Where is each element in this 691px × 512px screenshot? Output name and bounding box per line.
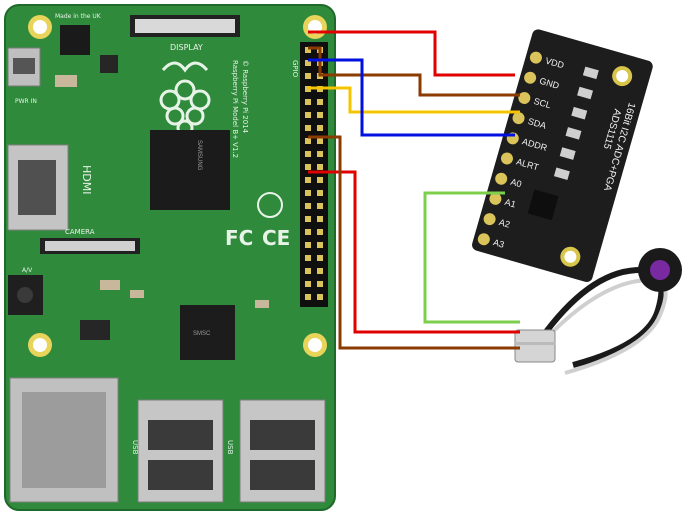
wires: [308, 30, 520, 350]
gpio-pin: [317, 281, 323, 287]
gpio-pin: [305, 73, 311, 79]
adc-solder-pad: [571, 106, 588, 120]
adc-solder-pad: [565, 127, 582, 140]
gpio-pin: [317, 190, 323, 196]
usb-label-2: USB: [131, 440, 139, 455]
hdmi-label: HDMI: [80, 165, 93, 194]
wire-sensor-power: [308, 170, 520, 334]
ethernet-chip: [180, 305, 235, 360]
gpio-pin: [305, 60, 311, 66]
adc-pin-hole: [512, 112, 525, 125]
gpio-pin: [305, 294, 311, 300]
gpio-header: [300, 42, 328, 307]
gpio-pin: [305, 47, 311, 53]
gpio-pin: [305, 216, 311, 222]
gpio-pin: [305, 242, 311, 248]
av-label: A/V: [22, 267, 33, 274]
adc-pin-hole: [518, 91, 531, 104]
pwr-in-label: PWR IN: [15, 98, 37, 105]
gpio-pin: [305, 164, 311, 170]
gpio-pin: [305, 203, 311, 209]
adc-pin-hole: [489, 192, 502, 205]
gpio-pin: [317, 268, 323, 274]
raspberry-pi-board: DISPLAY Made in the UK PWR IN Raspberry …: [4, 4, 336, 511]
gpio-pin: [305, 268, 311, 274]
gpio-pin: [305, 138, 311, 144]
gpio-pin: [305, 190, 311, 196]
wire-sda: [308, 58, 515, 137]
raspberry-logo: [159, 61, 211, 137]
adc-pin-label: A3: [492, 237, 505, 250]
adc-pin-hole: [524, 71, 537, 84]
gpio-pin: [317, 216, 323, 222]
adc-solder-pad: [577, 86, 594, 100]
camera-label: CAMERA: [65, 228, 95, 236]
adc-pin-hole: [477, 233, 490, 246]
copyright-label: © Raspberry Pi 2014: [241, 60, 249, 134]
wire-scl: [308, 86, 520, 114]
gpio-pin: [317, 177, 323, 183]
gpio-pin: [317, 112, 323, 118]
eth-chip-label: SMSC: [193, 331, 211, 337]
adc-pin-hole: [495, 172, 508, 185]
ads1115-module: 16Bit I2C ADC+PGA ADS1115 VDDGNDSCLSDAAD…: [472, 29, 653, 283]
soc-chip: [150, 130, 230, 210]
gpio-pin: [317, 242, 323, 248]
gpio-pin: [317, 164, 323, 170]
gpio-pin: [317, 255, 323, 261]
adc-pin-label: A1: [504, 197, 517, 210]
wire-vdd: [308, 30, 515, 77]
gpio-pin: [317, 229, 323, 235]
usb-port-2: [239, 399, 326, 503]
made-in-label: Made in the UK: [55, 13, 102, 20]
gpio-pin: [305, 177, 311, 183]
wire-sensor-ground: [308, 135, 520, 350]
gpio-pin: [305, 112, 311, 118]
mounting-holes: [28, 15, 327, 357]
gpio-pin: [305, 229, 311, 235]
gpio-pin: [317, 138, 323, 144]
gpio-pin: [305, 125, 311, 131]
gpio-pin: [317, 203, 323, 209]
wire-gnd: [308, 46, 520, 97]
pulse-sensor: [514, 248, 682, 375]
adc-pin-hole: [483, 213, 496, 226]
usb-port-1: [137, 399, 224, 503]
display-label: DISPLAY: [170, 43, 203, 52]
gpio-pin: [305, 255, 311, 261]
adc-pin-label: A0: [509, 177, 522, 190]
adc-pin-label: SCL: [533, 96, 553, 110]
adc-solder-pad: [559, 147, 576, 160]
gpio-pin: [317, 294, 323, 300]
gpio-pin: [305, 281, 311, 287]
gpio-label: GPIO: [291, 60, 299, 78]
adc-pin-label: SDA: [527, 116, 548, 131]
gpio-pin: [317, 99, 323, 105]
chip-label: SAMSUNG: [196, 140, 202, 171]
svg-text:FC: FC: [225, 226, 253, 250]
model-label: Raspberry Pi Model B+ V1.2: [231, 60, 239, 158]
gpio-pin: [305, 99, 311, 105]
adc-pin-hole: [529, 51, 542, 64]
svg-text:CE: CE: [262, 226, 290, 250]
adc-solder-pad: [582, 66, 599, 80]
gpio-pin: [305, 151, 311, 157]
adc-pin-label: A2: [498, 217, 511, 230]
gpio-pin: [317, 151, 323, 157]
adc-solder-pad: [553, 167, 570, 181]
adc-pin-hole: [500, 152, 513, 165]
usb-label-1: USB: [226, 440, 234, 455]
gpio-pin: [317, 125, 323, 131]
wire-a0-signal: [423, 191, 520, 324]
